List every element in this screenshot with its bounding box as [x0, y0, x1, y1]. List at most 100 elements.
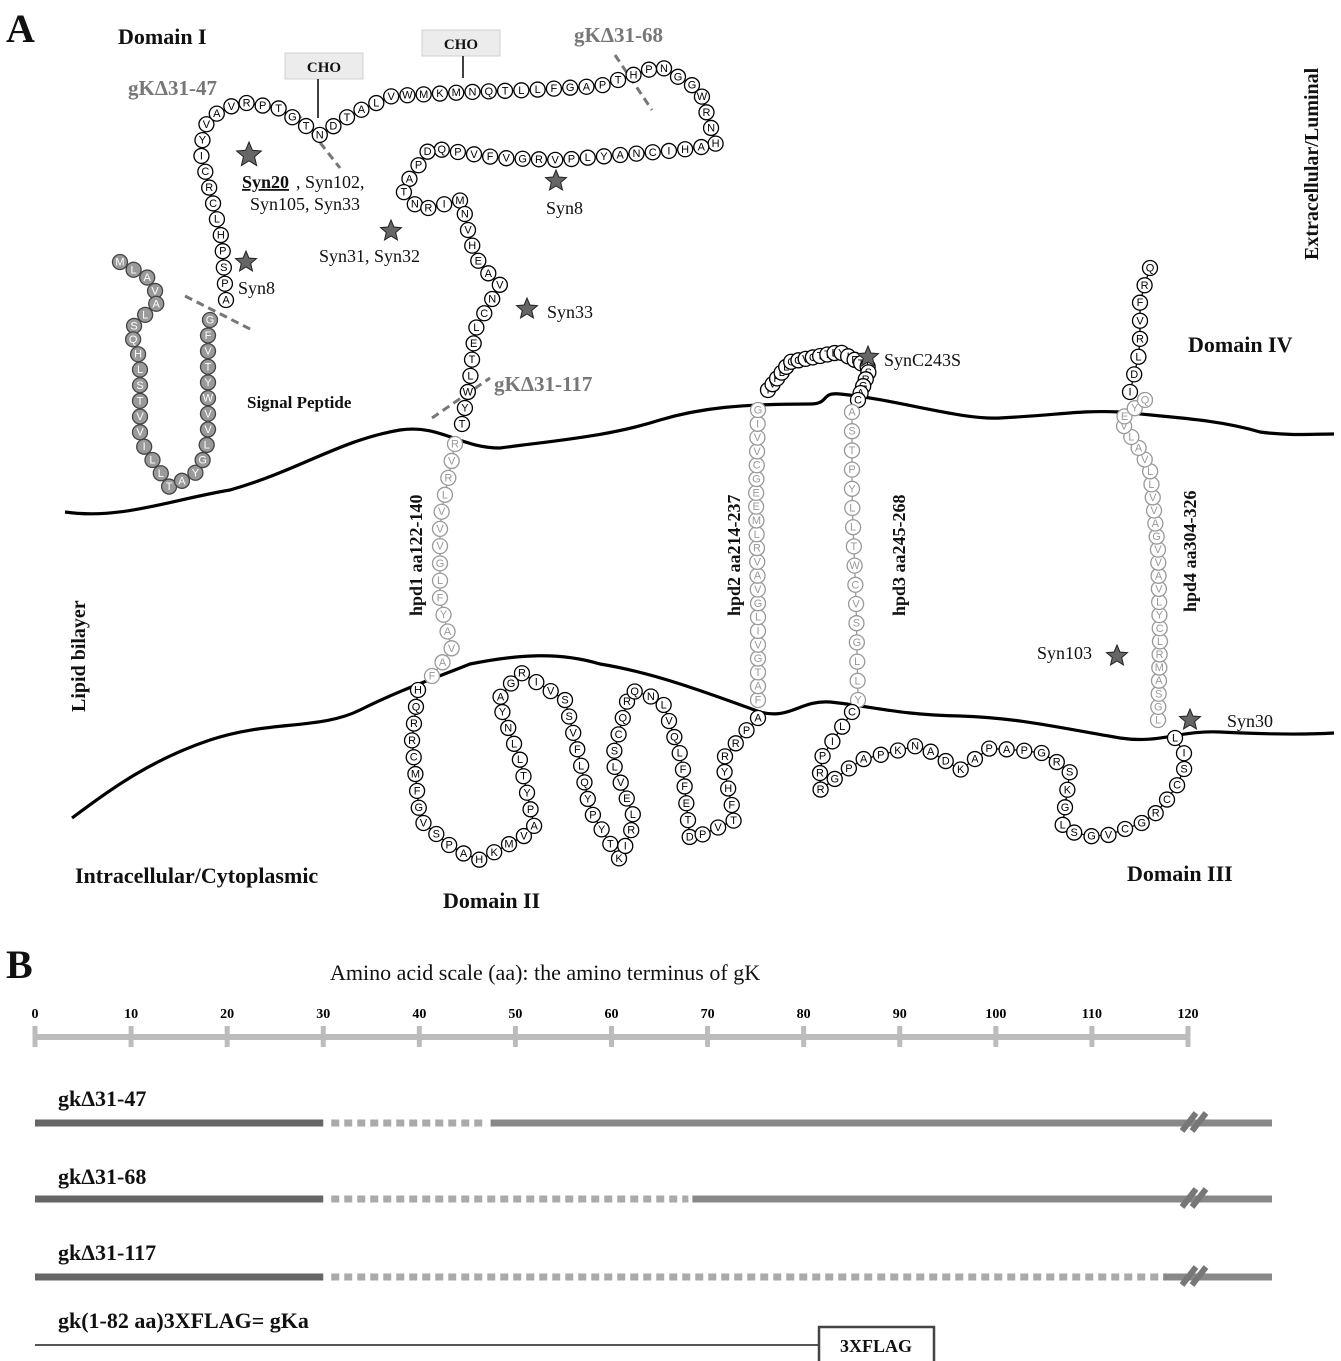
svg-text:H: H: [630, 69, 638, 81]
domain-1-residue: V: [224, 99, 239, 114]
svg-text:F: F: [728, 799, 735, 811]
domain-1-residue: A: [481, 266, 496, 281]
domain-3-residue: A: [967, 752, 982, 767]
domain-2-residue: Y: [594, 822, 609, 837]
svg-text:L: L: [1148, 479, 1154, 491]
domain-3-label: Domain III: [1127, 861, 1233, 886]
domain-1-residue: V: [492, 277, 507, 292]
hpd3-residue: Y: [845, 481, 860, 496]
svg-text:A: A: [971, 754, 979, 766]
panel-b-letter: B: [6, 942, 33, 987]
domain-3-residue: V: [1101, 827, 1116, 842]
domain-3-residue: P: [873, 747, 888, 762]
domain-2-residue: L: [625, 807, 640, 822]
aa-scale-ticks: 0102030405060708090100110120: [32, 1007, 1199, 1047]
svg-text:D: D: [686, 831, 694, 843]
svg-text:R: R: [817, 784, 825, 796]
signal-peptide-residue: L: [138, 307, 153, 322]
svg-text:C: C: [1156, 623, 1164, 635]
svg-text:L: L: [142, 309, 148, 321]
hpd1-residue: A: [435, 655, 450, 670]
hpd1-residue: V: [433, 521, 448, 536]
svg-text:L: L: [204, 439, 210, 451]
aa-tick-label: 50: [508, 1007, 522, 1022]
svg-text:F: F: [437, 592, 444, 604]
domain-1-residue: G: [563, 80, 578, 95]
svg-text:I: I: [756, 625, 759, 637]
domain-3-residue: A: [999, 742, 1014, 757]
hpd2-residue: V: [751, 637, 766, 652]
domain-1-residue: G: [670, 69, 685, 84]
domain-1-residue: H: [678, 142, 693, 157]
svg-text:V: V: [464, 224, 472, 236]
domain-1-residue: H: [708, 136, 723, 151]
svg-text:H: H: [468, 240, 476, 252]
sync243s-label: SynC243S: [884, 350, 961, 370]
svg-text:V: V: [520, 831, 528, 843]
svg-text:H: H: [681, 144, 689, 156]
svg-text:R: R: [205, 182, 213, 194]
deletion-label-31-47: gKΔ31-47: [128, 76, 217, 100]
domain-1-residue: C: [645, 145, 660, 160]
svg-text:Y: Y: [600, 151, 608, 163]
svg-text:D: D: [329, 121, 337, 133]
svg-text:E: E: [470, 338, 477, 350]
svg-text:R: R: [721, 751, 729, 763]
syn8-lower-label: Syn8: [238, 278, 275, 298]
svg-text:T: T: [166, 481, 173, 493]
svg-text:A: A: [213, 108, 221, 120]
domain-3-residue: G: [1058, 800, 1073, 815]
domain-3-residue: R: [813, 766, 828, 781]
deletion-label-31-68: gKΔ31-68: [574, 23, 663, 47]
domain-1-residue: Y: [596, 149, 611, 164]
hpd3-residue: S: [845, 424, 860, 439]
svg-text:G: G: [1061, 802, 1070, 814]
svg-text:R: R: [444, 472, 452, 484]
svg-text:T: T: [469, 354, 476, 366]
svg-text:V: V: [754, 639, 762, 651]
domain-1-residue: A: [579, 79, 594, 94]
hpd2-residue: C: [749, 458, 764, 473]
svg-text:G: G: [1037, 747, 1046, 759]
domain-2-residue: A: [527, 818, 542, 833]
svg-text:R: R: [408, 735, 416, 747]
svg-text:M: M: [411, 769, 420, 781]
svg-text:P: P: [527, 804, 534, 816]
hpd2-residue: T: [751, 665, 766, 680]
svg-text:I: I: [143, 441, 146, 453]
domain-2-residue: Y: [580, 791, 595, 806]
syn8-upper-label: Syn8: [546, 198, 583, 218]
svg-text:C: C: [201, 166, 209, 178]
hpd3-residue: L: [845, 501, 860, 516]
svg-text:T: T: [615, 74, 622, 86]
svg-text:C: C: [1173, 780, 1181, 792]
hpd1-residue: R: [448, 437, 463, 452]
svg-text:R: R: [753, 543, 761, 555]
domain-1-residue: N: [465, 84, 480, 99]
domain-1-residue: V: [460, 222, 475, 237]
domain-2-residue: L: [574, 758, 589, 773]
domain-2-residue: Q: [408, 699, 423, 714]
svg-text:G: G: [518, 153, 527, 165]
svg-text:L: L: [1155, 715, 1161, 727]
domain-2-residue: R: [405, 733, 420, 748]
signal-peptide-residue: W: [201, 391, 216, 406]
svg-text:P: P: [1021, 745, 1028, 757]
domain-1-residue: L: [369, 96, 384, 111]
svg-text:S: S: [1180, 764, 1187, 776]
domain-2-residue: H: [411, 683, 426, 698]
svg-text:L: L: [855, 675, 861, 687]
signal-peptide-residue: Y: [201, 375, 216, 390]
svg-text:V: V: [754, 584, 762, 596]
domain-1-residue: P: [217, 276, 232, 291]
hpd2-residue: V: [750, 554, 765, 569]
svg-text:R: R: [1053, 757, 1061, 769]
svg-text:I: I: [1182, 748, 1185, 760]
domain-3-residue: C: [1118, 821, 1133, 836]
signal-peptide-label: Signal Peptide: [247, 393, 352, 412]
svg-text:K: K: [894, 745, 902, 757]
svg-text:V: V: [1155, 557, 1163, 569]
hpd3-residue: L: [850, 654, 865, 669]
svg-text:A: A: [530, 820, 538, 832]
svg-text:Q: Q: [129, 334, 138, 346]
